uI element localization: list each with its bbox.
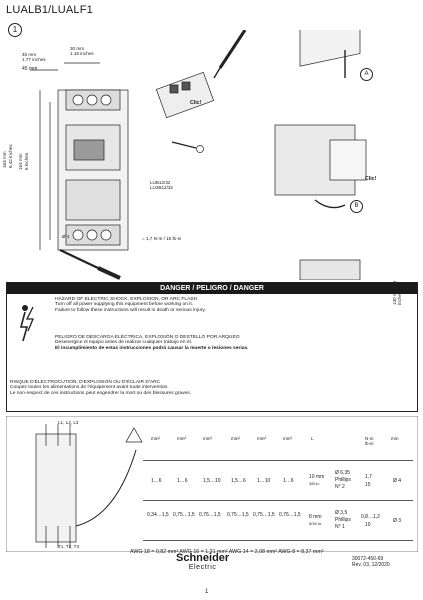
torque-callout: = 1,7 N·m / 15 lb-in xyxy=(142,236,182,241)
dim-height-1-in: 6.42 inches xyxy=(8,144,13,169)
step-number: 1 xyxy=(8,23,22,37)
starter-front-view xyxy=(30,62,204,280)
danger-es: PELIGRO DE DESCARGA ELÉCTRICA, EXPLOSIÓN… xyxy=(55,335,249,351)
top-terminals: L1, L2, L3 xyxy=(58,420,79,425)
label-a: A xyxy=(360,68,373,81)
mounting-illustration: 45 mm xyxy=(22,30,367,280)
bottom-terminals: T1, T2, T3 xyxy=(58,544,80,549)
dim-height-2-in: 6 inches xyxy=(24,152,29,170)
wiring-diagram xyxy=(6,416,418,552)
dim-width-1: 45 mm xyxy=(22,66,37,72)
schneider-logo: Schneider Electric xyxy=(176,552,230,572)
page-number: 1 xyxy=(205,589,209,595)
danger-en: HAZARD OF ELECTRIC SHOCK, EXPLOSION, OR … xyxy=(55,297,206,313)
label-b: B xyxy=(350,200,363,213)
dim-width-1: 45 mm 1.77 inches xyxy=(22,52,46,63)
dim-hole: Ø 4 xyxy=(62,234,70,239)
callout-clic-2: Clic! xyxy=(365,176,377,182)
dim-width-2: 30 mm 1.18 inches xyxy=(70,46,94,57)
document-number: 30072-450-69 Rev. 03, 12/2020 xyxy=(352,556,390,568)
terminal-detail xyxy=(155,30,247,119)
spec-table: 1…6 1…6 1,5…10 1,5…6 1…10 1…6 10 mm 3/8 … xyxy=(143,460,413,541)
callout-clic-1: Clic! xyxy=(190,100,202,106)
awg-conversion: AWG 18 = 0,82 mm² AWG 16 = 1,31 mm² AWG … xyxy=(130,549,324,555)
dim-height-2: 154 mm xyxy=(18,153,23,170)
danger-fr: RISQUE D'ÉLECTROCUTION, D'EXPLOSION OU D… xyxy=(10,380,192,396)
danger-notice: DANGER / PELIGRO / DANGER HAZARD OF ELEC… xyxy=(6,282,418,412)
danger-header: DANGER / PELIGRO / DANGER xyxy=(7,283,417,294)
assembly-side-view xyxy=(274,30,367,280)
electric-shock-icon xyxy=(19,305,34,342)
dim-height-1: 163 mm xyxy=(2,151,7,168)
document-title: LUALB1/LUALF1 xyxy=(6,4,93,16)
part-labels: LUB12/32 LU2B12/32 xyxy=(150,180,173,191)
